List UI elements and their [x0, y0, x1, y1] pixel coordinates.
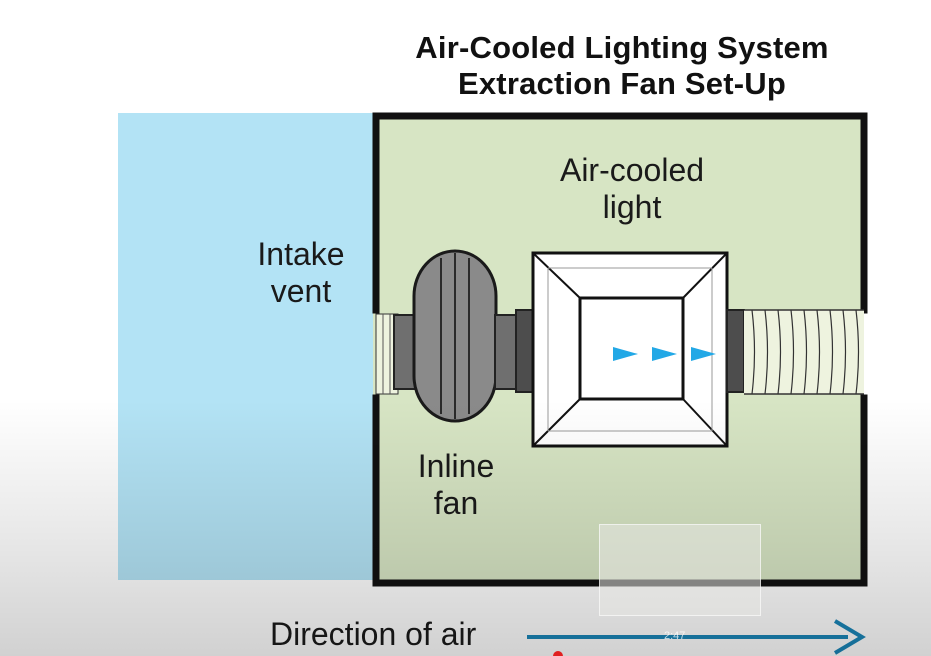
- light-inlet-collar: [515, 309, 534, 393]
- light-outlet-collar: [726, 309, 745, 393]
- intake-vent-label-line2: vent: [270, 273, 332, 309]
- fan-outlet-collar: [494, 314, 518, 390]
- airflow-arrows: [613, 347, 716, 361]
- intake-vent-label-line1: Intake: [257, 236, 345, 272]
- grow-room-walls: [372, 112, 868, 587]
- direction-arrow: [527, 619, 866, 655]
- air-cooled-light-label-line2: light: [602, 189, 662, 225]
- air-cooled-light-label: Air-cooled light: [532, 152, 732, 226]
- inline-fan-label-line2: fan: [433, 485, 479, 521]
- air-cooled-light-label-line1: Air-cooled: [559, 152, 705, 188]
- intake-vent-area: [118, 113, 373, 580]
- diagram-title-line1: Air-Cooled Lighting System: [415, 30, 829, 65]
- scrub-preview-thumbnail: [599, 524, 761, 616]
- exhaust-flex-duct: [744, 309, 864, 395]
- intake-flex-duct: [375, 313, 399, 395]
- inline-fan-label: Inline fan: [396, 448, 516, 522]
- diagram-title-line2: Extraction Fan Set-Up: [457, 66, 787, 101]
- intake-vent-label: Intake vent: [236, 236, 366, 310]
- scrub-preview-timestamp: 2:47: [664, 630, 686, 642]
- direction-of-air-label: Direction of air: [270, 616, 477, 652]
- scrubber-handle[interactable]: [553, 651, 563, 656]
- inline-fan-label-line1: Inline: [417, 448, 495, 484]
- inline-fan: [412, 249, 498, 423]
